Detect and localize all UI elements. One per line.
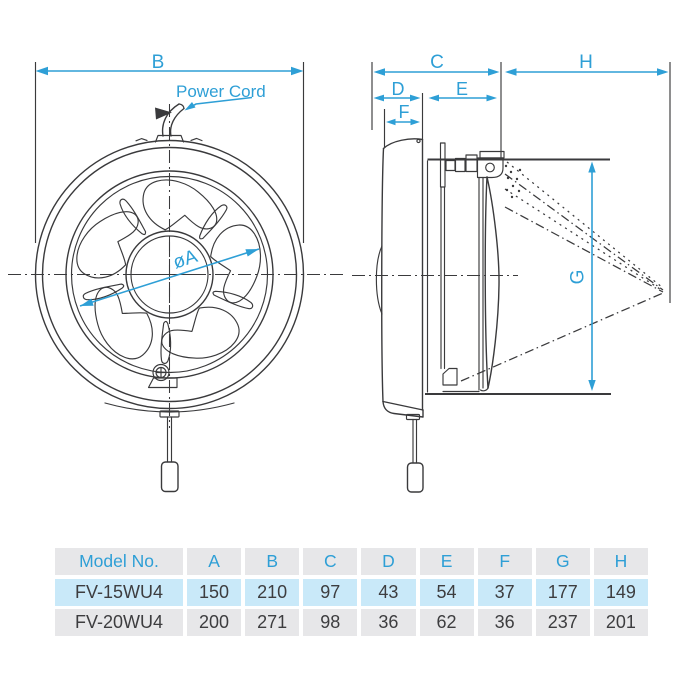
dimension-e: E	[428, 79, 497, 102]
header-cell-e: E	[419, 548, 474, 575]
dim-label-d: D	[392, 79, 405, 99]
value-cell: 97	[303, 578, 358, 606]
blade-2	[199, 204, 262, 304]
dim-label-b: B	[152, 52, 165, 73]
value-cell: 54	[419, 578, 474, 606]
header-cell-d: D	[361, 548, 416, 575]
dimension-g: G	[568, 161, 596, 391]
blade-4	[94, 286, 172, 364]
screw-bracket	[147, 377, 178, 389]
value-cell: 150	[187, 578, 242, 606]
value-cell: 271	[245, 609, 300, 636]
dimension-b: B	[34, 52, 305, 243]
front-pull-handle	[160, 461, 179, 493]
shutter-swing-rays	[460, 161, 664, 382]
cord-mechanism-box	[442, 367, 458, 386]
value-cell: 149	[593, 578, 648, 606]
model-cell: FV-15WU4	[55, 578, 183, 606]
power-cord-drawing	[155, 103, 185, 137]
value-cell: 98	[303, 609, 358, 636]
value-cell: 177	[535, 578, 590, 606]
rim-bottom-band	[104, 402, 235, 413]
header-cell-f: F	[477, 548, 532, 575]
value-cell: 62	[419, 609, 474, 636]
rim-bump-left	[135, 138, 148, 142]
dim-label-f: F	[399, 102, 410, 122]
cover-bulge	[375, 245, 383, 315]
side-body	[426, 142, 522, 393]
blade-5	[76, 211, 139, 301]
shutter-pivot	[485, 162, 495, 173]
value-cell: 201	[593, 609, 648, 636]
value-cell: 36	[361, 609, 416, 636]
dimension-d: D	[373, 79, 424, 139]
mounting-plate	[439, 142, 446, 188]
front-view	[8, 103, 345, 493]
dimension-h: H	[505, 52, 671, 303]
table-row-fv15wu4: FV-15WU4 150 210 97 43 54 37 177 149	[55, 578, 648, 606]
hub-outer-circle	[125, 230, 214, 319]
value-cell: 43	[361, 578, 416, 606]
fan-outer-rim-circle	[34, 139, 305, 410]
table-header-row: Model No. A B C D E F G H	[55, 548, 648, 575]
rim-bump-right	[190, 137, 203, 142]
header-cell-g: G	[535, 548, 590, 575]
power-cord-callout: Power Cord	[176, 82, 266, 111]
dim-label-e: E	[456, 79, 468, 99]
model-cell: FV-20WU4	[55, 609, 183, 636]
blade-3	[161, 290, 254, 359]
header-cell-a: A	[187, 548, 242, 575]
shutter-blade	[479, 176, 500, 392]
fan-dimension-diagram: B Power Cord øA C H D E	[8, 52, 671, 493]
value-cell: 200	[187, 609, 242, 636]
header-cell-h: H	[593, 548, 648, 575]
value-cell: 37	[477, 578, 532, 606]
hinge-dots	[504, 164, 522, 199]
dim-label-c: C	[430, 52, 444, 73]
dim-label-g: G	[568, 270, 589, 285]
cord-direction-mark	[155, 107, 172, 120]
fan-blades	[76, 179, 262, 364]
header-cell-b: B	[245, 548, 300, 575]
value-cell: 36	[477, 609, 532, 636]
side-front-cover	[375, 138, 424, 418]
side-pull-handle	[406, 462, 424, 493]
dimension-table: Model No. A B C D E F G H FV-15WU4 150 2…	[55, 548, 648, 640]
side-view	[352, 138, 664, 493]
table-row-fv20wu4: FV-20WU4 200 271 98 36 62 36 237 201	[55, 609, 648, 636]
cord-exit-housing	[154, 134, 185, 143]
hub-inner-circle	[130, 235, 209, 314]
dimension-f: F	[383, 102, 420, 147]
value-cell: 237	[535, 609, 590, 636]
value-cell: 210	[245, 578, 300, 606]
dim-label-h: H	[579, 52, 593, 73]
fan-inner-rim-circle	[41, 146, 298, 403]
front-screw	[147, 363, 178, 389]
power-cord-label: Power Cord	[176, 82, 266, 101]
front-pull-cord	[159, 410, 180, 493]
cover-clip	[416, 138, 421, 144]
header-cell-model: Model No.	[55, 548, 183, 575]
dimension-c: C	[371, 52, 502, 158]
blade-1	[119, 179, 218, 236]
header-cell-c: C	[303, 548, 358, 575]
side-pull-cord	[405, 413, 424, 493]
motor-assembly	[445, 150, 505, 179]
